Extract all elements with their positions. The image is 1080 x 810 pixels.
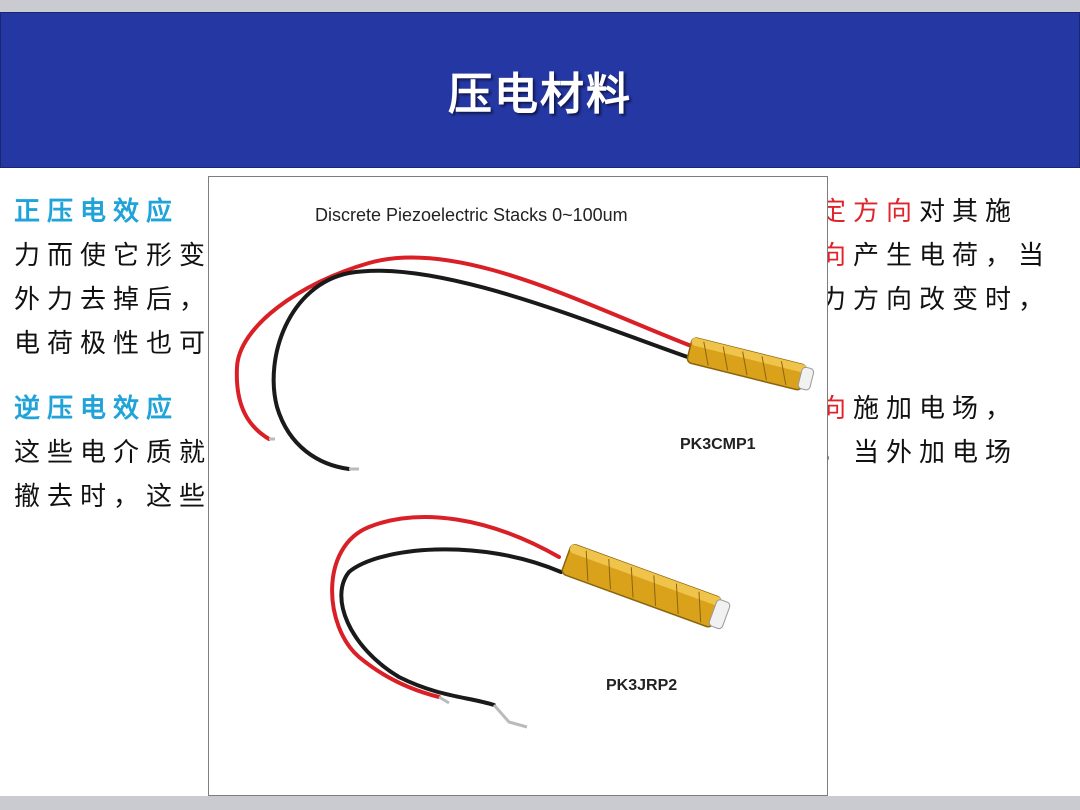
- text-fragment: 电荷极性也可: [14, 329, 213, 359]
- title-band: 压电材料: [0, 12, 1080, 168]
- wire-tip-2a: [492, 704, 528, 729]
- black-wire-2: [339, 547, 563, 707]
- red-wire-2: [330, 515, 561, 699]
- text-fragment: 这些电介质就: [14, 438, 213, 468]
- text-fragment: 力方向改变时，: [820, 285, 1052, 315]
- piezo-stacks-illustration: [234, 255, 815, 729]
- piezo-stack-1: [686, 337, 815, 391]
- figure-title: Discrete Piezoelectric Stacks 0~100um: [315, 205, 628, 225]
- black-wire-1: [271, 268, 701, 471]
- paragraph-line: 电荷极性也可: [14, 322, 1064, 366]
- emphasis-text: 定方向: [820, 197, 920, 227]
- top-decor-bar: [0, 0, 1080, 12]
- stack-label-1: PK3CMP1: [680, 436, 756, 453]
- paragraph-line: 撤去时，这些: [14, 475, 1064, 519]
- text-fragment: 外力去掉后，: [14, 285, 213, 315]
- text-fragment: 力而使它形变: [14, 241, 213, 271]
- piezo-stack-2: [561, 544, 731, 630]
- bottom-decor-bar: [0, 796, 1080, 810]
- stack-label-2: PK3JRP2: [606, 677, 678, 694]
- wire-tip-2b: [438, 695, 450, 705]
- inverse-effect-term: 逆压电效应: [14, 394, 180, 424]
- product-photo: Discrete Piezoelectric Stacks 0~100um PK…: [208, 176, 828, 796]
- direct-effect-term: 正压电效应: [14, 197, 180, 227]
- text-fragment: ，当外加电场: [820, 438, 1019, 468]
- text-fragment: 产生电荷，当: [853, 241, 1052, 271]
- paragraph-inverse-effect: 逆压电效应 向施加电场， 这些电介质就 ，当外加电场 撤去时，这些: [14, 387, 1064, 519]
- slide-title: 压电材料: [448, 69, 632, 120]
- text-fragment: 施加电场，: [853, 394, 1019, 424]
- text-fragment: 对其施: [919, 197, 1019, 227]
- paragraph-line: 正压电效应 定方向对其施: [14, 190, 1064, 234]
- paragraph-line: 外力去掉后， 力方向改变时，: [14, 278, 1064, 322]
- paragraph-line: 这些电介质就 ，当外加电场: [14, 431, 1064, 475]
- text-fragment: 撤去时，这些: [14, 482, 213, 512]
